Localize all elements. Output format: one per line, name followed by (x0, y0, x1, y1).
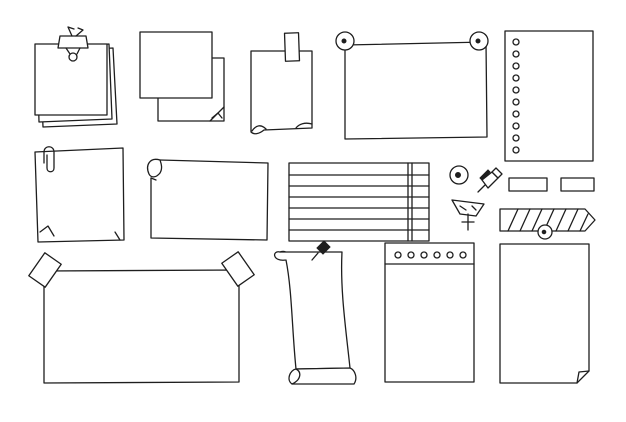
binding-holes (512, 38, 520, 154)
spiral-top-notepad (384, 242, 475, 383)
map-pin-icon (477, 167, 503, 193)
paper-clipped-note (34, 146, 125, 243)
large-taped-note (28, 251, 255, 384)
tape-strip-icon (221, 251, 255, 287)
tape-piece-icon (560, 177, 595, 192)
tape-strip-icon (283, 32, 301, 62)
binder-clip-icon (57, 26, 89, 62)
flat-pushpin-icon (451, 199, 485, 231)
overlapping-sticky-notes (139, 31, 225, 122)
spiral-notebook-page (504, 30, 594, 162)
tape-strip-icon (28, 252, 62, 288)
striped-washi-tape-icon (499, 208, 596, 232)
paper-clip-icon (43, 146, 55, 173)
pinned-scroll-note (274, 240, 357, 385)
ruled-index-card (288, 162, 430, 242)
taped-note-with-curled-corner (250, 32, 313, 135)
curled-corner-note (146, 158, 269, 241)
tape-piece-icon (508, 177, 548, 192)
tall-pinned-paper (499, 224, 590, 384)
round-pushpin-icon (449, 165, 469, 185)
pushpin-icon (311, 240, 331, 261)
pinned-board (335, 31, 489, 140)
stacked-notes-with-binder-clip (34, 26, 118, 128)
